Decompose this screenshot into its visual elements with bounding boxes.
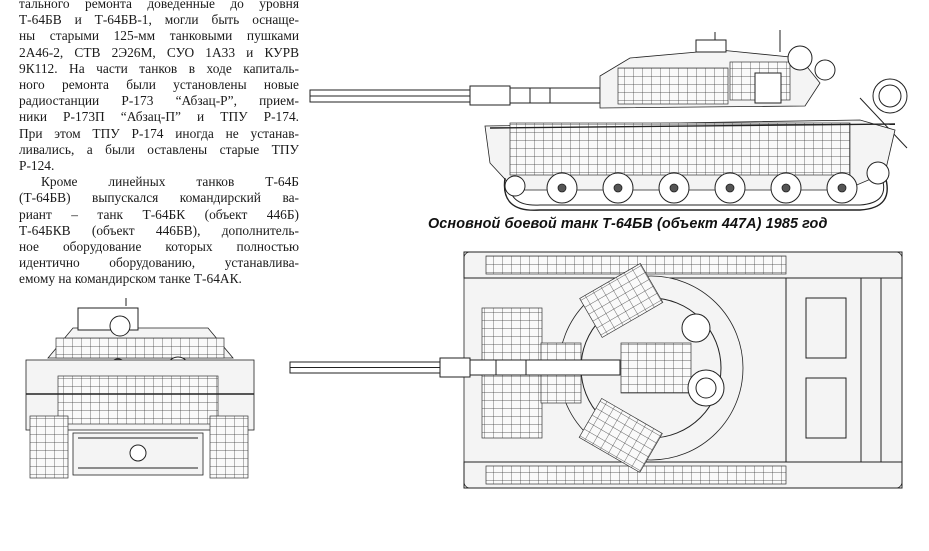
text-line: (Т-64БВ) выпускался командирский ва-	[19, 190, 299, 206]
text-line: риант – танк Т-64БК (объект 446Б)	[19, 206, 299, 222]
text-line: ное оборудование которых полностью	[19, 239, 299, 255]
article-paragraph-2: Кроме линейных танков Т-64Б (Т-64БВ) вып…	[19, 174, 299, 287]
text-line: ливались, а были оставлены старые ТПУ	[19, 141, 299, 157]
text-line: Р-124.	[19, 158, 55, 174]
tank-front-view	[25, 298, 255, 479]
text-line: Кроме линейных танков Т-64Б	[41, 174, 299, 190]
text-line: Т-64БВ и Т-64БВ-1, могли быть оснаще-	[19, 12, 299, 28]
text-line: При этом ТПУ Р-174 иногда не устанав-	[19, 125, 299, 141]
text-line: 9К112. На части танков в ходе капиталь-	[19, 60, 299, 76]
text-line: ного ремонта были установлены новые	[19, 77, 299, 93]
text-line: тального ремонта доведенные до уровня	[19, 0, 299, 11]
text-line: 2А46-2, СТВ 2Э26М, СУО 1А33 и КУРВ	[19, 44, 299, 60]
text-line: емому на командирском танке Т-64АК.	[19, 271, 242, 287]
figure-caption: Основной боевой танк Т-64БВ (объект 447А…	[428, 216, 828, 232]
text-line: Т-64БКВ (объект 446БВ), дополнитель-	[19, 222, 299, 238]
tank-top-view	[289, 251, 903, 489]
tank-side-view	[309, 30, 908, 211]
text-line: ники Р-173П “Абзац-П” и ТПУ Р-174.	[19, 109, 299, 125]
text-line: идентично оборудованию, устанавлива-	[19, 255, 299, 271]
text-line: радиостанции Р-173 “Абзац-Р”, прием-	[19, 93, 299, 109]
article-paragraph-1: тального ремонта доведенные до уровня Т-…	[19, 0, 299, 174]
article-text: тального ремонта доведенные до уровня Т-…	[19, 0, 299, 288]
text-line: ны старыми 125-мм танковыми пушками	[19, 28, 299, 44]
